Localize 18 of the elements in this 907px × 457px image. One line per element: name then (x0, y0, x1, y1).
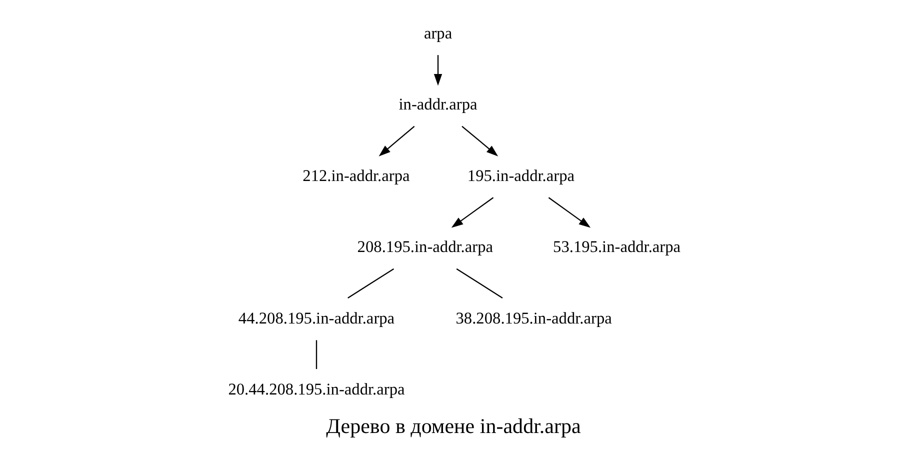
node-text: 195.in-addr.arpa (467, 166, 575, 185)
node-text: 53.195.in-addr.arpa (553, 237, 681, 256)
arrow (451, 197, 494, 228)
node-text: in-addr.arpa (398, 94, 478, 114)
node-text: 208.195.in-addr.arpa (357, 237, 494, 256)
node-text: 44.208.195.in-addr.arpa (238, 308, 395, 328)
node-text: arpa (424, 23, 452, 42)
connector (348, 268, 394, 298)
node-text: 212.in-addr.arpa (302, 166, 410, 185)
connector (316, 340, 318, 370)
arrow (462, 126, 498, 156)
arrow (378, 126, 415, 156)
connector (456, 268, 503, 298)
node-text: 20.44.208.195.in-addr.arpa (228, 380, 405, 399)
node-text: 38.208.195.in-addr.arpa (456, 308, 612, 328)
caption: Дерево в домене in-addr.arpa (326, 414, 581, 438)
arrow (434, 55, 442, 86)
arrow (548, 197, 591, 228)
